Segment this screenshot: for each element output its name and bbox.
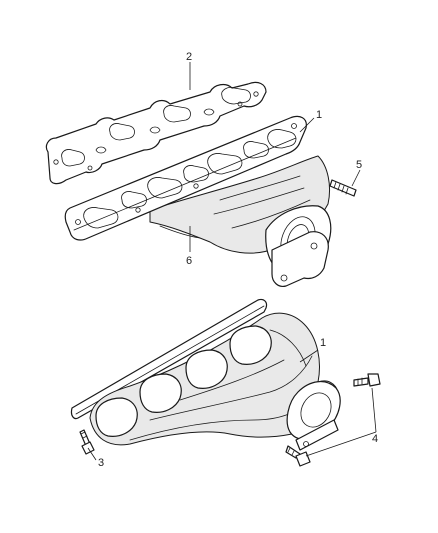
- callout-1-upper: 1: [316, 109, 322, 121]
- callout-4: 4: [372, 433, 378, 445]
- callout-2: 2: [186, 51, 192, 63]
- manifold-upper-part-1: [64, 115, 332, 287]
- callout-6: 6: [186, 255, 192, 267]
- callout-3: 3: [98, 457, 104, 469]
- bolt-part-3: [79, 429, 95, 455]
- bolt-part-4-upper: [353, 373, 381, 387]
- leader-lines: [87, 62, 377, 461]
- callout-5: 5: [356, 159, 362, 171]
- stud-part-5: [329, 179, 357, 197]
- callout-1-lower: 1: [320, 337, 326, 349]
- manifold-lower-part-1: [70, 298, 341, 451]
- gasket-part-2: [45, 81, 267, 185]
